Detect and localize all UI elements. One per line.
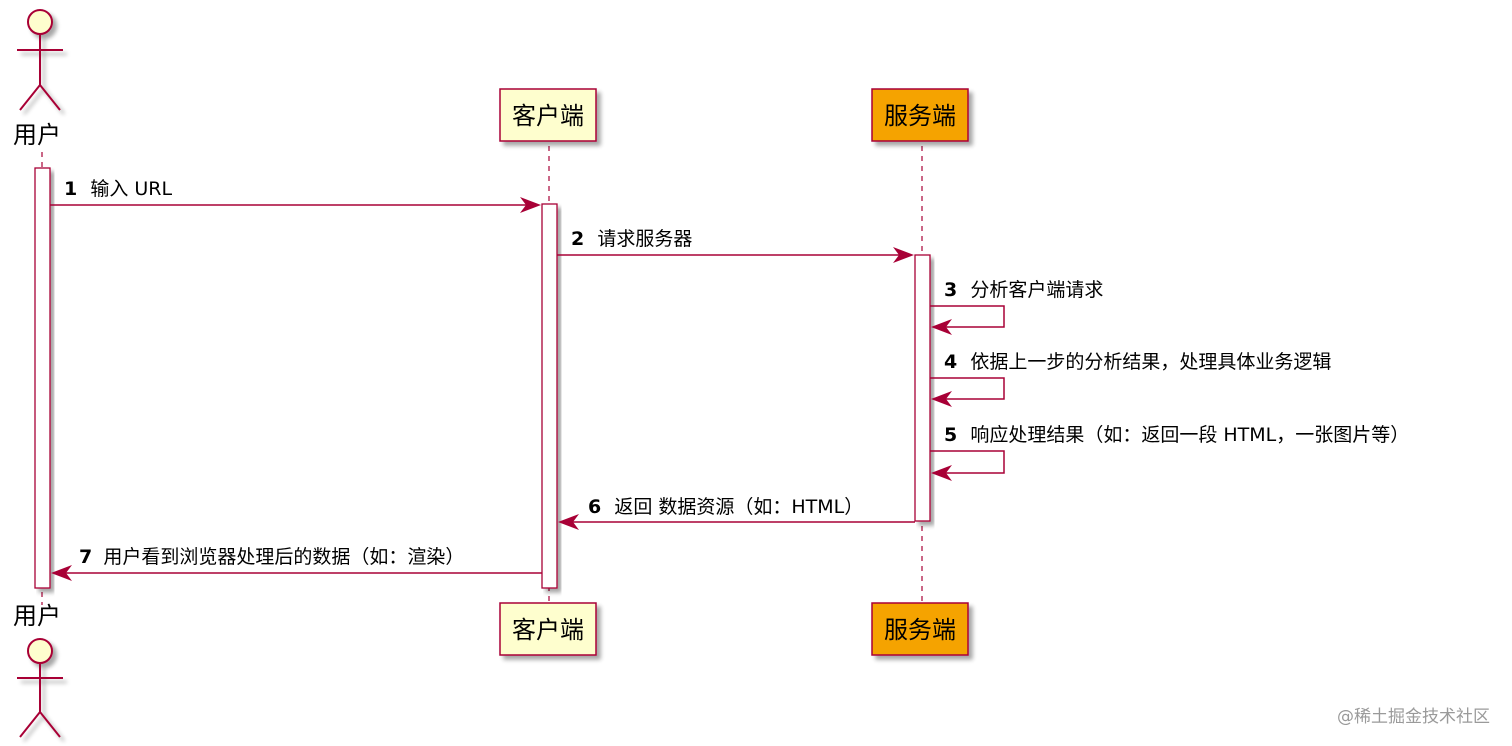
svg-text:2 请求服务器: 2 请求服务器 xyxy=(571,228,692,250)
message-3-number: 3 xyxy=(944,279,957,301)
svg-text:5 响应处理结果（如：返回一段 HTML，一张图: 5 响应处理结果（如：返回一段 HTML，一张图片等） xyxy=(944,424,1409,446)
arrowhead-icon xyxy=(558,514,579,530)
message-4: 4 依据上一步的分析结果，处理具体业务逻辑 xyxy=(930,351,1331,407)
message-5-text: 响应处理结果（如：返回一段 HTML，一张图片等） xyxy=(970,424,1409,446)
participant-client-top-label: 客户端 xyxy=(512,102,584,130)
arrowhead-icon xyxy=(931,465,952,481)
arrowhead-icon xyxy=(520,197,541,213)
participant-client-bottom-label: 客户端 xyxy=(512,616,584,644)
message-1-text: 输入 URL xyxy=(90,178,172,200)
message-5: 5 响应处理结果（如：返回一段 HTML，一张图片等） xyxy=(930,424,1409,481)
message-2-number: 2 xyxy=(571,228,584,250)
participant-server-bottom: 服务端 xyxy=(871,602,969,656)
actor-user-bottom xyxy=(17,638,63,738)
message-7: 7 用户看到浏览器处理后的数据（如：渲染） xyxy=(51,546,542,581)
message-7-text: 用户看到浏览器处理后的数据（如：渲染） xyxy=(103,546,464,568)
svg-text:4 依据上一步的分析结果，处理具体业务逻辑: 4 依据上一步的分析结果，处理具体业务逻辑 xyxy=(944,351,1331,373)
arrowhead-icon xyxy=(931,391,952,407)
message-2-text: 请求服务器 xyxy=(597,228,692,250)
message-2: 2 请求服务器 xyxy=(557,228,914,263)
arrowhead-icon xyxy=(931,319,952,335)
message-1-number: 1 xyxy=(64,178,77,200)
arrowhead-icon xyxy=(51,565,72,581)
message-1: 1 输入 URL xyxy=(50,178,541,213)
message-3: 3 分析客户端请求 xyxy=(930,279,1103,335)
message-6-number: 6 xyxy=(588,496,601,518)
participant-client-top: 客户端 xyxy=(499,88,597,142)
participant-client-bottom: 客户端 xyxy=(499,602,597,656)
actor-head-icon xyxy=(27,638,53,664)
actor-user-bottom-label: 用户 xyxy=(13,602,61,630)
participant-server-top-label: 服务端 xyxy=(884,102,956,130)
activation-server xyxy=(914,254,931,522)
message-3-text: 分析客户端请求 xyxy=(970,279,1103,301)
svg-text:1 输入 URL: 1 输入 URL xyxy=(64,178,172,200)
message-7-number: 7 xyxy=(79,546,92,568)
svg-text:6 返回 数据资源（如：HTML）: 6 返回 数据资源（如：HTML） xyxy=(588,496,863,518)
activation-client xyxy=(541,203,558,589)
participant-server-bottom-label: 服务端 xyxy=(884,616,956,644)
svg-text:3 分析客户端请求: 3 分析客户端请求 xyxy=(944,279,1103,301)
message-4-number: 4 xyxy=(944,351,957,373)
actor-user-top xyxy=(17,9,63,111)
arrowhead-icon xyxy=(893,247,914,263)
actor-user-top-label: 用户 xyxy=(13,121,61,149)
participant-server-top: 服务端 xyxy=(871,88,969,142)
message-6: 6 返回 数据资源（如：HTML） xyxy=(558,496,915,530)
message-6-text: 返回 数据资源（如：HTML） xyxy=(614,496,863,518)
activation-user xyxy=(34,167,51,589)
watermark-text: @稀土掘金技术社区 xyxy=(1337,707,1490,727)
message-5-number: 5 xyxy=(944,424,957,446)
svg-text:7 用户看到浏览器处理后的数据（如：渲染）: 7 用户看到浏览器处理后的数据（如：渲染） xyxy=(79,546,464,568)
message-4-text: 依据上一步的分析结果，处理具体业务逻辑 xyxy=(970,351,1331,373)
actor-head-icon xyxy=(27,9,53,35)
